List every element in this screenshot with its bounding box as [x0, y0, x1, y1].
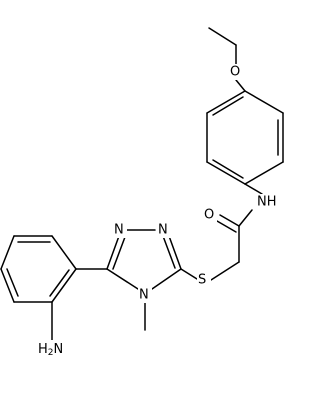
bond-ring1-c	[244, 161, 284, 185]
amine-bg	[37, 340, 67, 358]
amide-nh-bg	[256, 194, 284, 210]
ethoxy-oxygen-label: O	[230, 65, 240, 80]
bonds	[0, 27, 284, 341]
molecule-structure: O NH O N N S N H2N	[0, 27, 284, 358]
bond-ring2-a	[51, 235, 77, 270]
bond-nh-carbonyl	[238, 209, 253, 227]
thioether-s-bg	[197, 272, 211, 288]
carbonyl-oxygen-label: O	[204, 208, 214, 223]
bond-ring2-c	[0, 235, 15, 270]
carbonyl-o-bg	[203, 207, 217, 223]
bond-carbonyl-o-1	[219, 214, 240, 227]
bond-ring2-d	[0, 268, 15, 303]
bond-carbonyl-o-2	[216, 220, 237, 233]
triazole-n4-label: N	[139, 288, 149, 303]
bond-triazole-c3-n2-double	[162, 235, 176, 269]
bond-triazole-n1-c5	[106, 235, 120, 270]
bond-triazole-n1-c5-double	[112, 236, 126, 270]
triazole-n1-label: N	[114, 223, 124, 238]
bond-o-aryl	[235, 79, 246, 92]
bond-triazole-c5-n4	[106, 268, 139, 290]
bond-ring1-d	[206, 161, 246, 185]
bond-s-triazole	[180, 268, 198, 280]
bond-ring2-inner-2	[6, 268, 19, 297]
amide-nh-label: NH	[257, 195, 277, 210]
ethoxy-o-bg	[229, 64, 243, 80]
bond-ethyl-ch3	[208, 27, 237, 46]
bond-ring1-a	[244, 90, 284, 114]
bond-aryl-nh	[244, 183, 263, 195]
bond-ring2-inner-3	[49, 269, 70, 297]
bond-triazole-c3-n2	[168, 235, 182, 270]
bond-triazole-n4-c3	[151, 268, 182, 290]
bond-ring1-f	[206, 90, 246, 114]
triazole-n4-bg	[138, 287, 152, 303]
atom-labels: O NH O N N S N H2N	[37, 64, 284, 358]
thioether-sulfur-label: S	[198, 273, 206, 288]
bond-ring1-inner-3	[212, 96, 244, 116]
bond-ch2-s	[210, 261, 240, 281]
triazole-n1-bg	[113, 222, 127, 238]
bond-ring1-inner-2	[212, 159, 244, 179]
bond-ring2-f	[51, 268, 77, 303]
triazole-n2-bg	[157, 222, 171, 238]
triazole-n2-label: N	[158, 223, 168, 238]
amine-label: H2N	[38, 342, 63, 359]
